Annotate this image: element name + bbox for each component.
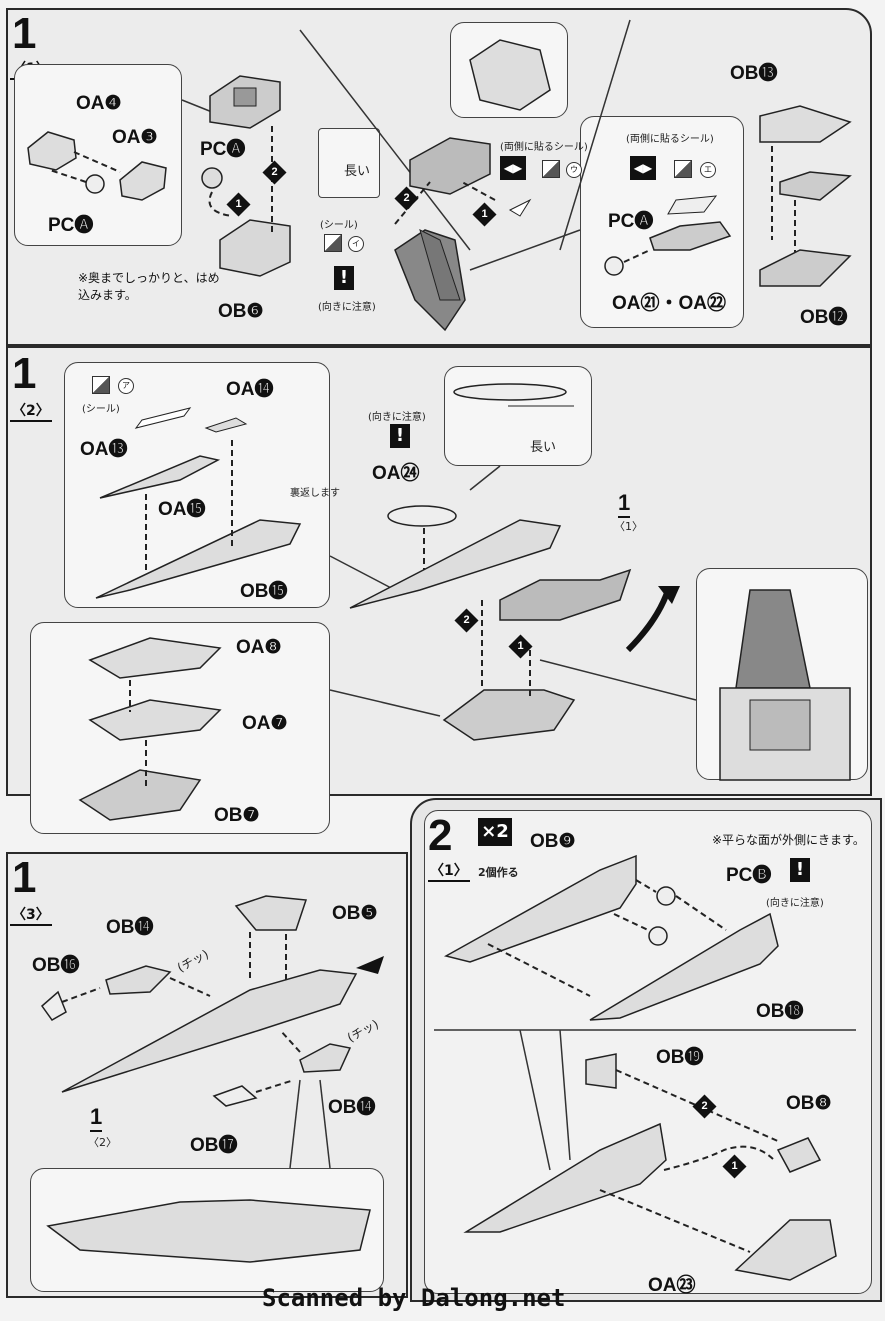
- sticker-label-2: (シール): [82, 404, 120, 415]
- label-oa23: OA㉓: [648, 1275, 696, 1296]
- label-oa15: OA⓯: [158, 499, 206, 520]
- ref-step-2: 1: [90, 1104, 103, 1132]
- step2-1-substep: 〈1〉: [428, 860, 470, 882]
- step1-1-note: ※奥までしっかりと、はめ込みます。: [78, 271, 220, 302]
- sticker-i-mark: イ: [348, 236, 364, 252]
- ref-sub-2: 〈2〉: [88, 1136, 117, 1149]
- label-ob13: OB⓭: [730, 63, 778, 84]
- label-ob15: OB⓯: [240, 581, 288, 602]
- long-text-1: 長い: [344, 164, 371, 179]
- label-oa8: OA❽: [236, 637, 282, 658]
- label-oa14: OA⓮: [226, 379, 274, 400]
- label-ob16: OB⓰: [32, 955, 80, 976]
- step2-1-arrow-2: 2: [692, 1094, 717, 1119]
- label-ob9: OB❾: [530, 831, 576, 852]
- sticker-a-icon: [92, 376, 110, 394]
- step2-1-arrow-1: 1: [722, 1154, 747, 1179]
- scan-credit: Scanned by Dalong.net: [262, 1284, 566, 1312]
- caution-text-2: (向きに注意): [368, 412, 426, 423]
- caution-text-3: (向きに注意): [766, 898, 824, 909]
- step1-1-number: 1: [12, 9, 37, 58]
- make-two-text: 2個作る: [478, 866, 519, 879]
- label-ob19: OB⓳: [656, 1047, 704, 1068]
- ref-step-1: 1: [618, 490, 631, 518]
- label-oa21-oa22: OA㉑・OA㉒: [612, 293, 727, 314]
- caution-icon-2: !: [390, 424, 410, 448]
- caution-text-1: (向きに注意): [318, 302, 376, 313]
- label-ob6: OB❻: [218, 301, 264, 322]
- step2-1-note: ※平らな面が外側にきます。: [712, 833, 865, 847]
- sticker-both-icon-2: ◀▶: [630, 156, 656, 180]
- sticker-u-mark: ウ: [566, 162, 582, 178]
- label-oa7: OA❼: [242, 713, 288, 734]
- label-ob14-bottom: OB⓮: [328, 1097, 376, 1118]
- label-ob5: OB❺: [332, 903, 378, 924]
- label-oa24: OA㉔: [372, 463, 420, 484]
- sticker-label-1: (シール): [320, 220, 358, 231]
- flip-text: 裏返します: [290, 488, 340, 499]
- sticker-e-mark: エ: [700, 162, 716, 178]
- label-oa3: OA❸: [112, 127, 158, 148]
- label-ob12: OB⓬: [800, 307, 848, 328]
- label-ob17: OB⓱: [190, 1135, 238, 1156]
- label-oa13-2: OA⓭: [80, 439, 128, 460]
- multiplier-badge: ×2: [478, 818, 512, 846]
- step1-3-number: 1: [12, 853, 37, 902]
- step2-1-number: 2: [428, 811, 453, 860]
- label-ob18: OB⓲: [756, 1001, 804, 1022]
- label-oa4: OA❹: [76, 93, 122, 114]
- step1-3-substep: 〈3〉: [10, 904, 52, 926]
- label-pca-left: PC🅐: [48, 215, 94, 236]
- sticker-a-mark: ア: [118, 378, 134, 394]
- sticker-both-icon-1: ◀▶: [500, 156, 526, 180]
- label-ob14-top: OB⓮: [106, 917, 154, 938]
- label-pcb: PC🅑: [726, 865, 772, 886]
- ref-sub-1: 〈1〉: [614, 520, 643, 533]
- caution-icon-1: !: [334, 266, 354, 290]
- sticker-i-icon: [324, 234, 342, 252]
- caution-icon-3: !: [790, 858, 810, 882]
- step1-2-number: 1: [12, 349, 37, 398]
- step1-2-substep: 〈2〉: [10, 400, 52, 422]
- sticker-e-icon: [674, 160, 692, 178]
- label-pca-top: PC🅐: [200, 139, 246, 160]
- step1-2-long-box: [444, 366, 592, 466]
- both-side-sticker-text-2: (両側に貼るシール): [626, 134, 714, 145]
- label-ob8: OB❽: [786, 1093, 832, 1114]
- step1-1-long-box: [318, 128, 380, 198]
- label-pca-right: PC🅐: [608, 211, 654, 232]
- both-side-sticker-text-1: (両側に貼るシール): [500, 142, 588, 153]
- sticker-u-icon: [542, 160, 560, 178]
- long-text-2: 長い: [530, 440, 557, 455]
- label-ob7: OB❼: [214, 805, 260, 826]
